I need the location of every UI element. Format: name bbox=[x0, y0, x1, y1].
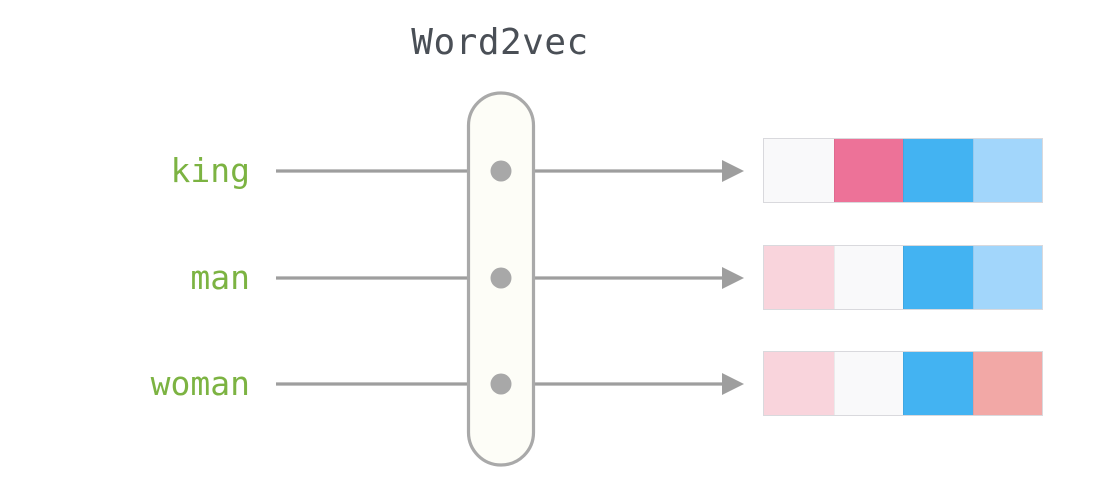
embedding-cell bbox=[764, 246, 834, 309]
embedding-cell bbox=[972, 246, 1042, 309]
embedding-cell bbox=[972, 139, 1042, 202]
input-word-man: man bbox=[190, 258, 250, 297]
embedding-cell bbox=[764, 352, 834, 415]
arrow-head-king bbox=[722, 160, 744, 182]
embedding-cell bbox=[903, 246, 973, 309]
embedding-vector-man bbox=[763, 245, 1043, 310]
page-title: Word2vec bbox=[411, 22, 589, 63]
model-node-man[interactable] bbox=[490, 267, 512, 289]
arrow-head-woman bbox=[722, 373, 744, 395]
input-word-king: king bbox=[170, 151, 250, 190]
model-node-king[interactable] bbox=[490, 160, 512, 182]
embedding-vector-king bbox=[763, 138, 1043, 203]
word2vec-model-capsule[interactable] bbox=[466, 91, 536, 467]
input-word-woman: woman bbox=[150, 364, 250, 403]
embedding-cell bbox=[903, 139, 973, 202]
embedding-vector-woman bbox=[763, 351, 1043, 416]
embedding-cell bbox=[833, 139, 903, 202]
embedding-cell bbox=[833, 246, 903, 309]
model-node-woman[interactable] bbox=[490, 373, 512, 395]
embedding-cell bbox=[903, 352, 973, 415]
embedding-cell bbox=[972, 352, 1042, 415]
arrow-head-man bbox=[722, 267, 744, 289]
embedding-cell bbox=[764, 139, 834, 202]
embedding-cell bbox=[833, 352, 903, 415]
